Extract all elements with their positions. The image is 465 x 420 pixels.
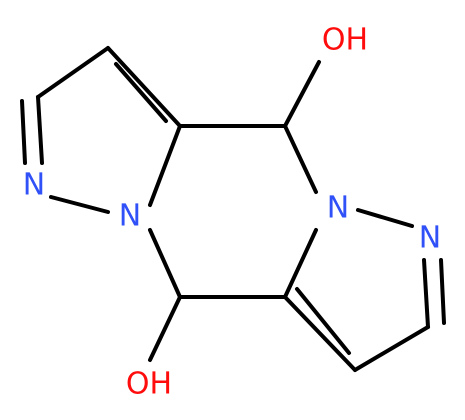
bond [148,295,182,362]
bond [114,62,168,123]
atom-label-n-right-outer: N [419,221,441,256]
bond [295,287,351,355]
bond [283,295,357,372]
bond [283,124,318,194]
bond [49,195,110,214]
bond [283,60,321,128]
bond [148,124,182,207]
bond [422,258,430,329]
atom-label-oh-bottom: OH [126,367,172,402]
bond [148,228,182,299]
bond [439,258,446,325]
bond [353,325,430,372]
atom-label-n-left-bridge: N [119,199,141,234]
atom-label-n-left-outer: N [23,168,45,203]
atom-label-n-right-bridge: N [327,191,349,226]
bond [36,95,44,165]
atom-labels: OH OH N N N N [23,23,441,402]
bond [106,46,182,128]
bonds [20,46,446,372]
bond [283,228,318,299]
bond [356,208,414,228]
atom-label-oh-top: OH [322,23,368,58]
bond [20,99,27,165]
bond [36,46,110,99]
